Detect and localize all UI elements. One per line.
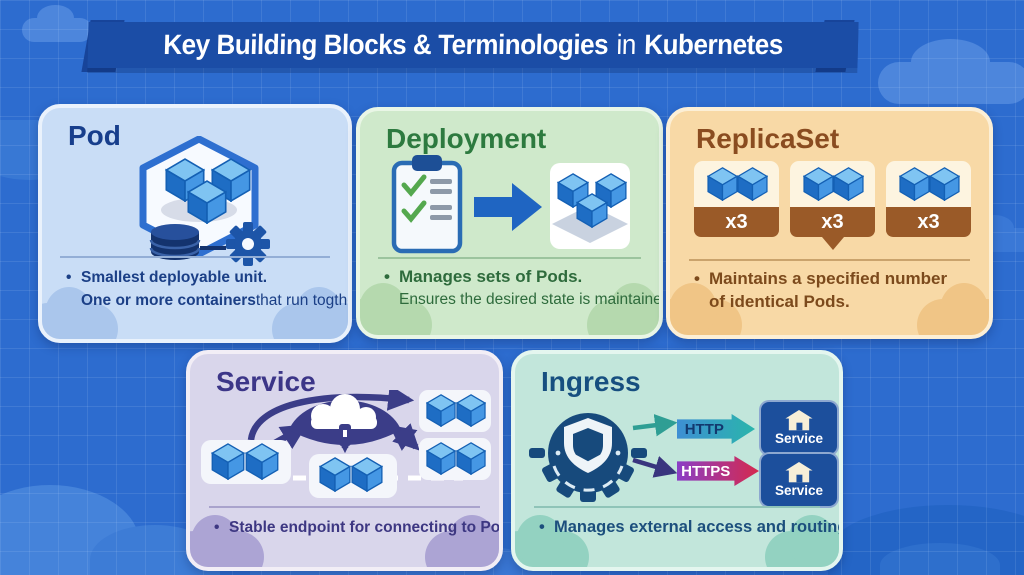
pod-bullet-line2-bold: One or more containers [81,292,256,309]
pod-group [419,390,491,432]
replica-count-badge: x3 [886,207,971,237]
https-arrow: HTTPS [677,456,759,486]
card-divider [534,506,820,508]
pod-description: • Smallest deployable unit. One or more c… [66,266,348,312]
pod-card: Pod [38,104,352,343]
card-corner-cloud [587,283,659,335]
ingress-bullet: Manages external access and routing. [554,518,843,536]
replica-pods-icon [790,161,875,207]
bullet-marker: • [694,269,700,288]
card-divider [689,259,970,261]
pod-group [419,438,491,480]
replica-group: x3 [886,161,971,237]
service-diagram-icon [201,390,491,498]
replicaset-card: ReplicaSet x3 x3 x3 [666,107,993,339]
bullet-marker: • [214,519,220,536]
cloud-decoration [878,38,1024,104]
title-part-3: Kubernetes [643,29,784,60]
service-box: Service [759,452,839,508]
https-label: HTTPS [681,462,731,480]
cloud-decoration [22,4,92,42]
card-divider [60,256,330,258]
deployment-bullet-line2: Ensures the desired state is maintained. [399,291,663,308]
service-box-label: Service [774,431,824,446]
house-icon [785,462,813,483]
replica-count-badge: x3 [790,207,875,237]
bullet-marker: • [66,269,72,286]
pod-bullet-line1: Smallest deployable unit. [81,269,268,286]
ingress-description: • Manages external access and routing. [539,516,843,539]
pod-group [201,440,291,484]
database-icon [149,224,201,260]
gear-icon [226,222,270,266]
replica-group: x3 [694,161,779,237]
routing-arrows [632,414,678,478]
replica-count-label: x3 [917,210,940,233]
card-corner-cloud [425,515,499,567]
deployment-description: • Manages sets of Pods. Ensures the desir… [384,265,663,311]
replica-groups: x3 x3 x3 [694,161,971,250]
card-corner-cloud [765,515,839,567]
pod-hexagon-icon [139,136,270,266]
bullet-marker: • [384,267,390,286]
ingress-card: Ingress [511,350,843,571]
replicaset-bullet: Maintains a specified number of identica… [709,269,948,311]
card-corner-cloud [272,287,348,339]
card-corner-cloud [190,515,264,567]
deployment-icon [391,155,630,254]
deployment-card: Deployment [356,107,663,339]
http-arrow: HTTP [677,414,755,444]
pod-set-icon [550,163,630,249]
arrow-icon [474,183,542,231]
ingress-diagram: HTTP HTTPS Service Service [527,390,839,518]
service-box-label: Service [774,483,824,498]
cloud-service-icon [289,394,401,446]
replica-group: x3 [790,161,875,250]
house-icon [785,410,813,431]
ingress-card-title: Ingress [541,366,641,397]
replica-pods-icon [694,161,779,207]
card-corner-cloud [360,283,432,335]
bullet-marker: • [539,518,545,536]
pointer-triangle [821,237,844,250]
replicaset-card-title: ReplicaSet [696,123,840,154]
http-label: HTTP [684,420,724,438]
card-corner-cloud [515,515,589,567]
service-card-title: Service [216,366,316,397]
deployment-bullet-line1: Manages sets of Pods. [399,267,583,286]
service-description: • Stable endpoint for connecting to Pods. [214,516,503,539]
replica-count-badge: x3 [694,207,779,237]
pod-card-title: Pod [68,120,121,151]
replicaset-description: • Maintains a specified number of identic… [694,267,956,313]
service-box: Service [759,400,839,456]
title-part-2: in [616,29,637,60]
clipboard-icon [391,155,463,254]
shield-icon [564,418,612,473]
service-bullet: Stable endpoint for connecting to Pods. [229,519,503,536]
pod-group [309,454,397,498]
card-corner-cloud [670,283,742,335]
card-divider [377,257,642,259]
card-corner-cloud [917,283,989,335]
replica-count-label: x3 [821,210,844,233]
cloud-decoration [880,543,1000,575]
deployment-card-title: Deployment [386,123,547,154]
pod-bullet-line2-rest: that run togther. [255,292,348,309]
replica-count-label: x3 [725,210,748,233]
card-corner-cloud [42,287,118,339]
title-part-1: Key Building Blocks & Terminologies [162,29,609,60]
ingress-gateway-icon [529,413,647,502]
service-card: Service [186,350,503,571]
replica-pods-icon [886,161,971,207]
card-divider [208,506,481,508]
